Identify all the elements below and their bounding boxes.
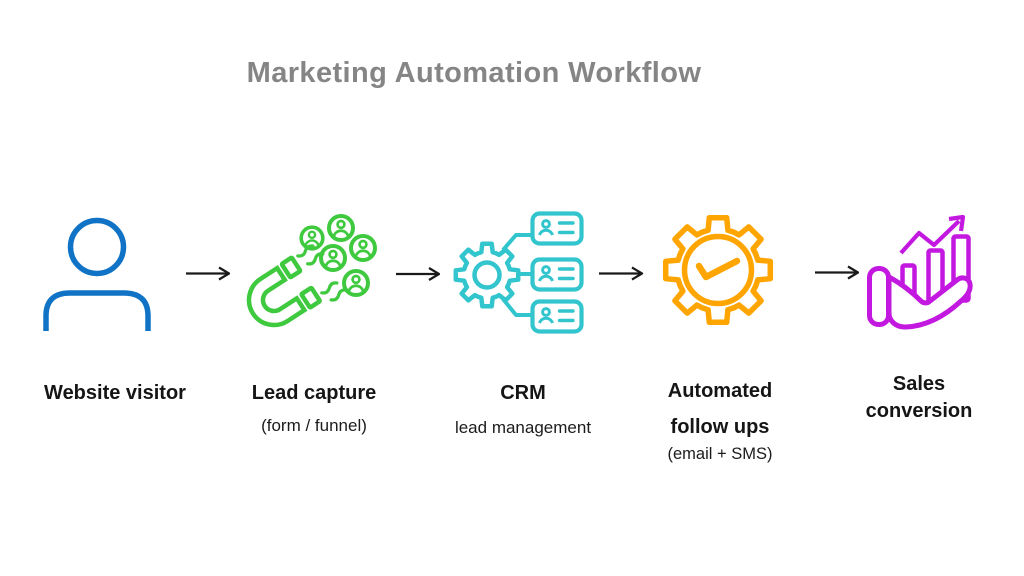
arrow-icon <box>597 266 644 281</box>
stage-label-lead-capture: Lead capture <box>251 382 377 404</box>
page-title: Marketing Automation Workflow <box>246 57 702 89</box>
stage-sublabel-automated-follow-ups: (email + SMS) <box>667 445 773 463</box>
magnet-leads-icon <box>246 214 377 328</box>
stage-label-automated-follow-ups: Automated follow ups <box>667 380 773 438</box>
gear-clock-icon <box>662 214 774 326</box>
arrow-icon <box>394 266 441 282</box>
stage-sublabel-crm: lead management <box>454 418 592 437</box>
arrow-icon <box>184 266 231 281</box>
stage-sublabel-lead-capture: (form / funnel) <box>261 416 367 435</box>
hand-growth-chart-icon <box>867 214 973 330</box>
gear-contacts-icon <box>453 214 582 332</box>
stage-label-website-visitor: Website visitor <box>44 382 186 404</box>
arrow-icon <box>813 265 860 280</box>
stage-label-sales-conversion: Sales conversion <box>865 373 973 422</box>
stage-label-crm: CRM <box>500 382 546 404</box>
person-icon <box>43 217 151 331</box>
